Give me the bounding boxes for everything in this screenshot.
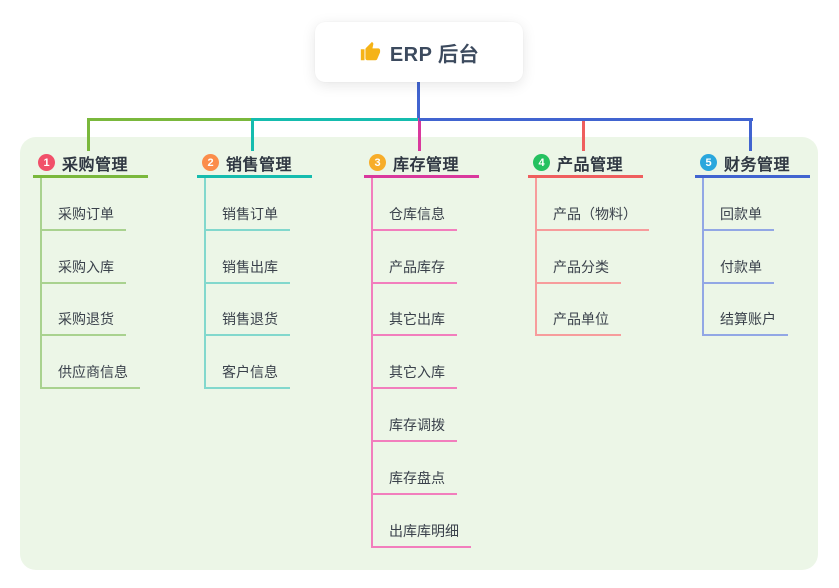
branch-header[interactable]: 4 产品管理 xyxy=(528,150,643,178)
child-node: 销售退货 xyxy=(206,284,290,337)
child-node: 回款单 xyxy=(704,178,788,231)
root-node[interactable]: ERP 后台 xyxy=(315,22,523,82)
root-node-label: ERP 后台 xyxy=(389,43,480,66)
child-node: 客户信息 xyxy=(206,336,290,390)
child-node-label[interactable]: 销售订单 xyxy=(206,204,290,231)
branch-number-badge: 5 xyxy=(700,154,717,171)
child-node: 付款单 xyxy=(704,231,788,284)
branch-label: 产品管理 xyxy=(557,156,624,174)
branches-panel xyxy=(20,137,818,570)
branch-node: 1 采购管理 采购订单 采购入库 采购退货 供应商信息 xyxy=(33,150,193,390)
child-node-label[interactable]: 采购入库 xyxy=(42,257,126,284)
branch-connector-drop xyxy=(251,118,254,151)
child-node: 产品单位 xyxy=(537,284,649,337)
branch-number-badge: 3 xyxy=(369,154,386,171)
child-node-label[interactable]: 产品单位 xyxy=(537,309,621,337)
child-node-label[interactable]: 产品（物料） xyxy=(537,204,649,231)
child-node-label[interactable]: 其它入库 xyxy=(373,362,457,390)
root-connector-line xyxy=(417,81,420,121)
child-node: 库存盘点 xyxy=(373,442,471,495)
child-node: 采购入库 xyxy=(42,231,140,284)
child-node: 结算账户 xyxy=(704,284,788,337)
child-node: 供应商信息 xyxy=(42,336,140,390)
branch-node: 5 财务管理 回款单 付款单 结算账户 xyxy=(695,150,839,337)
child-node: 其它出库 xyxy=(373,284,471,337)
branch-children: 产品（物料） 产品分类 产品单位 xyxy=(535,178,649,337)
child-node-label[interactable]: 销售退货 xyxy=(206,309,290,337)
branch-children: 回款单 付款单 结算账户 xyxy=(702,178,788,337)
branch-header[interactable]: 1 采购管理 xyxy=(33,150,148,178)
child-node-label[interactable]: 产品分类 xyxy=(537,257,621,284)
child-node-label[interactable]: 库存调拨 xyxy=(373,415,457,442)
branch-header[interactable]: 5 财务管理 xyxy=(695,150,810,178)
child-node-label[interactable]: 库存盘点 xyxy=(373,468,457,495)
child-node: 销售出库 xyxy=(206,231,290,284)
branch-header[interactable]: 2 销售管理 xyxy=(197,150,312,178)
branch-connector-drop xyxy=(749,118,752,151)
child-node: 仓库信息 xyxy=(373,178,471,231)
branch-connector-horizontal xyxy=(419,118,753,121)
child-node: 产品分类 xyxy=(537,231,649,284)
branch-label: 销售管理 xyxy=(226,156,293,174)
branch-node: 2 销售管理 销售订单 销售出库 销售退货 客户信息 xyxy=(197,150,357,390)
branch-label: 库存管理 xyxy=(393,156,460,174)
branch-connector-drop xyxy=(582,118,585,151)
child-node-label[interactable]: 结算账户 xyxy=(704,309,788,337)
branch-children: 销售订单 销售出库 销售退货 客户信息 xyxy=(204,178,290,390)
branch-node: 4 产品管理 产品（物料） 产品分类 产品单位 xyxy=(528,150,688,337)
branch-number-badge: 4 xyxy=(533,154,550,171)
thumbs-up-icon xyxy=(360,41,380,61)
branch-connector-drop xyxy=(418,118,421,151)
child-node-label[interactable]: 产品库存 xyxy=(373,257,457,284)
child-node-label[interactable]: 供应商信息 xyxy=(42,362,140,390)
child-node: 其它入库 xyxy=(373,336,471,390)
branch-children: 仓库信息 产品库存 其它出库 其它入库 库存调拨 库存盘点 出库库明细 xyxy=(371,178,471,548)
child-node: 采购退货 xyxy=(42,284,140,337)
child-node-label[interactable]: 客户信息 xyxy=(206,362,290,390)
branch-connector-drop xyxy=(87,118,90,151)
branch-number-badge: 2 xyxy=(202,154,219,171)
child-node-label[interactable]: 其它出库 xyxy=(373,309,457,337)
child-node-label[interactable]: 回款单 xyxy=(704,204,774,231)
child-node-label[interactable]: 仓库信息 xyxy=(373,204,457,231)
child-node-label[interactable]: 采购退货 xyxy=(42,309,126,337)
child-node: 产品库存 xyxy=(373,231,471,284)
branch-label: 采购管理 xyxy=(62,156,129,174)
child-node-label[interactable]: 付款单 xyxy=(704,257,774,284)
child-node-label[interactable]: 采购订单 xyxy=(42,204,126,231)
branch-number-badge: 1 xyxy=(38,154,55,171)
branch-connector-horizontal xyxy=(252,118,422,121)
child-node: 采购订单 xyxy=(42,178,140,231)
child-node-label[interactable]: 出库库明细 xyxy=(373,521,471,548)
branch-node: 3 库存管理 仓库信息 产品库存 其它出库 其它入库 库存调拨 库存盘点 出库库… xyxy=(364,150,524,548)
branch-header[interactable]: 3 库存管理 xyxy=(364,150,479,178)
child-node: 产品（物料） xyxy=(537,178,649,231)
branch-children: 采购订单 采购入库 采购退货 供应商信息 xyxy=(40,178,140,390)
child-node-label[interactable]: 销售出库 xyxy=(206,257,290,284)
child-node: 销售订单 xyxy=(206,178,290,231)
child-node: 出库库明细 xyxy=(373,495,471,548)
branch-label: 财务管理 xyxy=(724,156,791,174)
child-node: 库存调拨 xyxy=(373,389,471,442)
